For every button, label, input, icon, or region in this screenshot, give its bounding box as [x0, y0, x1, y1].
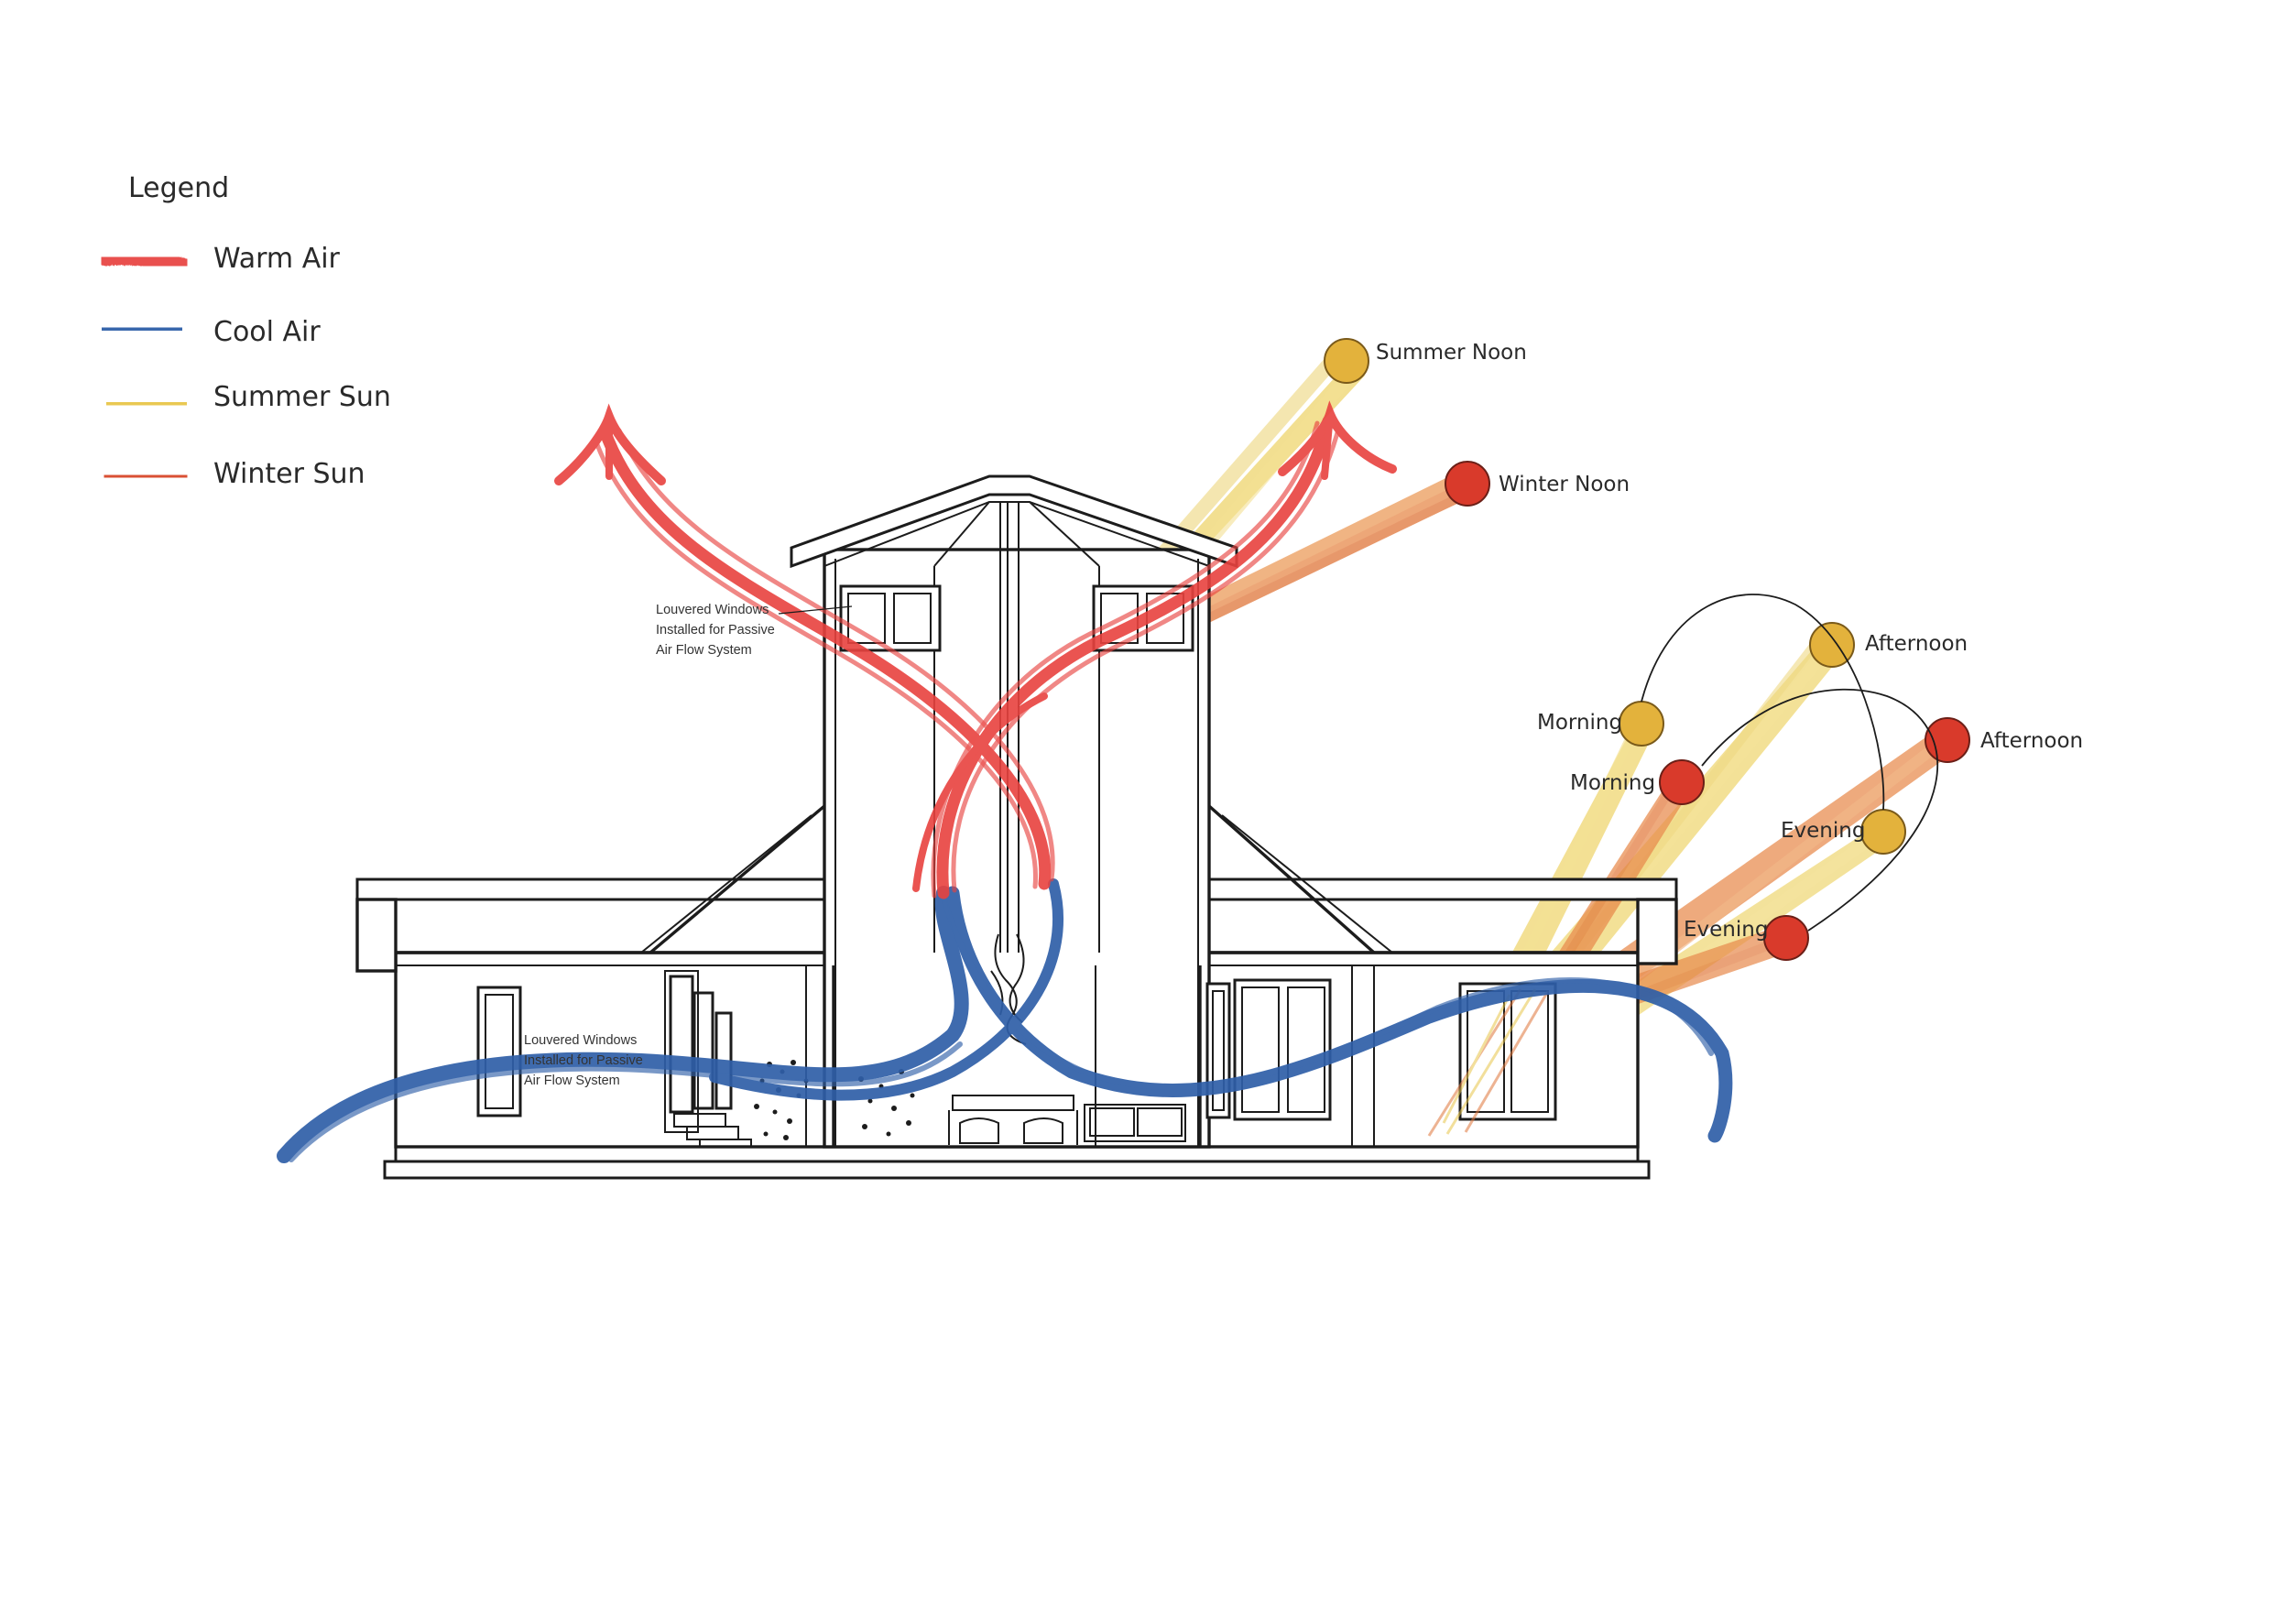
winter-afternoon-sun: [1925, 717, 1970, 763]
cool-air-main: [277, 886, 969, 1163]
label-winter-noon: Winter Noon: [1499, 473, 1630, 496]
left-louvered-window: [476, 986, 522, 1117]
label-summer-morning: Morning: [1537, 711, 1622, 735]
label-winter-afternoon: Afternoon: [1980, 729, 2083, 753]
lower-louver-note: Louvered Windows Installed for Passive A…: [524, 1033, 643, 1088]
winter-sun-swatch: [101, 467, 191, 485]
label-summer-noon: Summer Noon: [1376, 341, 1527, 365]
right-shoulder: [1207, 804, 1376, 954]
right-roof-slab: [1207, 877, 1678, 901]
sun-discs: [1324, 338, 1970, 961]
lower-louver-note-line-3: Air Flow System: [524, 1074, 620, 1088]
living-furniture: [948, 1095, 1186, 1145]
cool-air-swatch: [98, 321, 186, 338]
legend: Legend Warm Air Cool Air Summer Sun Wint…: [97, 172, 391, 490]
cool-air-flow: [277, 878, 1733, 1163]
winter-evening-sun: [1763, 915, 1809, 961]
summer-afternoon-sun: [1809, 622, 1855, 668]
legend-item-warm-air: Warm Air: [97, 243, 341, 275]
sun-labels: Summer Noon Winter Noon Morning Afternoo…: [1376, 341, 2083, 942]
left-parapet: [355, 898, 398, 973]
foundation-slab: [383, 1160, 1651, 1180]
label-summer-evening: Evening: [1781, 819, 1865, 843]
warm-air-right-plume: [936, 415, 1335, 899]
lower-louver-note-line-2: Installed for Passive: [524, 1053, 643, 1068]
warm-air-flow: [554, 400, 1397, 899]
summer-sun-path: [1641, 594, 1885, 811]
winter-sun-path: [1701, 688, 1939, 932]
upper-louver-note: Louvered Windows Installed for Passive A…: [656, 603, 853, 658]
summer-morning-sun: [1619, 701, 1664, 747]
upper-louver-note-line-3: Air Flow System: [656, 643, 752, 658]
legend-item-cool-air: Cool Air: [98, 316, 321, 348]
summer-noon-sun: [1324, 338, 1369, 384]
legend-label-cool-air: Cool Air: [213, 316, 321, 348]
label-winter-morning: Morning: [1570, 771, 1655, 795]
lower-louver-note-line-1: Louvered Windows: [524, 1033, 637, 1048]
label-summer-afternoon: Afternoon: [1865, 632, 1968, 656]
right-window-pair-2: [1233, 978, 1332, 1121]
summer-sun-swatch: [103, 395, 191, 412]
floor-line: [394, 1145, 1640, 1163]
building-section: [355, 474, 1678, 1180]
legend-item-winter-sun: Winter Sun: [101, 458, 365, 490]
summer-evening-sun: [1860, 809, 1906, 855]
warm-air-left-plume: [598, 424, 1052, 890]
winter-morning-sun: [1659, 759, 1705, 805]
tower-left-window: [839, 584, 942, 652]
label-winter-evening: Evening: [1684, 918, 1768, 942]
legend-title: Legend: [128, 172, 229, 204]
legend-item-summer-sun: Summer Sun: [103, 381, 391, 413]
upper-louver-note-line-1: Louvered Windows: [656, 603, 769, 617]
legend-label-warm-air: Warm Air: [213, 243, 341, 275]
stair-block: [673, 1113, 752, 1148]
warm-air-swatch: [97, 249, 191, 274]
legend-label-winter-sun: Winter Sun: [213, 458, 365, 490]
legend-label-summer-sun: Summer Sun: [213, 381, 391, 413]
sun-path-arcs: [1641, 594, 1939, 932]
left-shoulder: [649, 804, 826, 954]
winter-noon-sun: [1445, 461, 1490, 507]
upper-louver-note-line-2: Installed for Passive: [656, 623, 775, 638]
right-window-pair-1: [1205, 982, 1231, 1119]
window-sun-streaks: [1427, 988, 1550, 1137]
left-roof-slab: [355, 877, 826, 901]
right-parapet: [1636, 898, 1678, 965]
